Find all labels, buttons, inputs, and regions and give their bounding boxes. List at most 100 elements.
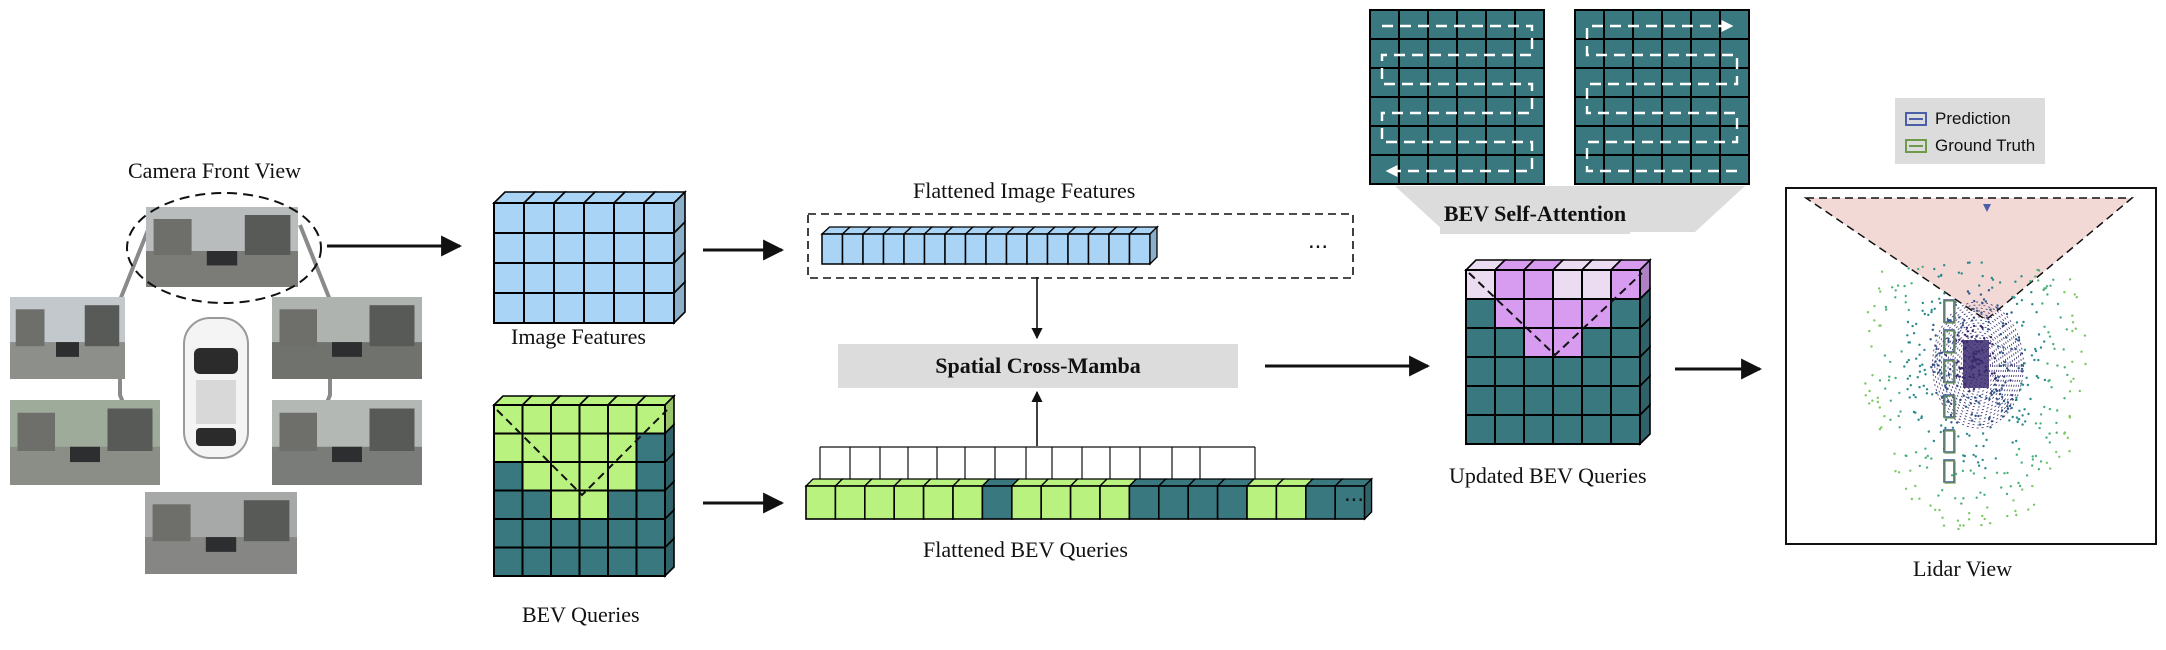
grid-cell bbox=[1581, 327, 1612, 358]
scan-cell bbox=[1485, 9, 1516, 40]
scan-cell bbox=[1574, 96, 1605, 127]
grid-cell bbox=[1552, 269, 1583, 300]
front-left-camera-image bbox=[10, 297, 125, 379]
grid-cell bbox=[521, 432, 552, 463]
flattened-image-cell bbox=[1067, 233, 1090, 265]
grid-cell bbox=[613, 292, 645, 324]
grid-cell bbox=[607, 546, 638, 577]
grid-cell bbox=[1610, 327, 1641, 358]
lidar-fov bbox=[1803, 197, 2135, 321]
grid-cell bbox=[521, 489, 552, 520]
flattened-bev-cell bbox=[863, 485, 895, 520]
scan-cell bbox=[1514, 38, 1545, 69]
grid-cell bbox=[635, 489, 666, 520]
ego-vehicle-marker bbox=[1963, 340, 1989, 388]
flattened-bev-cell bbox=[1128, 485, 1160, 520]
grid-cell bbox=[1523, 356, 1554, 387]
grid-cell bbox=[553, 232, 585, 264]
scan-cell bbox=[1427, 154, 1458, 185]
scan-cell bbox=[1485, 154, 1516, 185]
grid-cell bbox=[523, 292, 555, 324]
scan-cell bbox=[1690, 38, 1721, 69]
grid-cell bbox=[1581, 356, 1612, 387]
grid-cell bbox=[1581, 414, 1612, 445]
grid-cell bbox=[607, 404, 638, 435]
scan-cell bbox=[1456, 38, 1487, 69]
flattened-bev-cell bbox=[922, 485, 954, 520]
flattened-bev-queries-label: Flattened BEV Queries bbox=[923, 537, 1128, 562]
grid-cell bbox=[493, 404, 524, 435]
scan-cell bbox=[1603, 67, 1634, 98]
image-features-ellipsis: ... bbox=[1308, 227, 1329, 254]
scan-cell bbox=[1514, 9, 1545, 40]
grid-cell bbox=[1523, 298, 1554, 329]
grid-cell bbox=[1581, 269, 1612, 300]
grid-cell bbox=[1465, 414, 1496, 445]
camera-rig bbox=[10, 192, 422, 574]
grid-cell bbox=[1610, 298, 1641, 329]
grid-cell bbox=[1610, 414, 1641, 445]
spatial-cross-mamba-block: Spatial Cross-Mamba bbox=[838, 344, 1238, 388]
flattened-bev-cell bbox=[1187, 485, 1219, 520]
scan-cell bbox=[1719, 154, 1750, 185]
scan-cell bbox=[1661, 38, 1692, 69]
ground-truth-box bbox=[1944, 330, 1956, 354]
flattened-image-features-label: Flattened Image Features bbox=[913, 178, 1136, 203]
scan-cell bbox=[1603, 96, 1634, 127]
legend-prediction-text: Prediction bbox=[1935, 109, 2011, 128]
flattened-image-cell bbox=[841, 233, 864, 265]
flattened-image-cell bbox=[821, 233, 844, 265]
flattened-image-strip bbox=[820, 225, 1160, 266]
scan-cell bbox=[1369, 67, 1400, 98]
bev-queries-cube bbox=[492, 394, 676, 578]
grid-cell bbox=[1523, 269, 1554, 300]
scan-cell bbox=[1427, 125, 1458, 156]
scan-cell bbox=[1485, 96, 1516, 127]
scan-path bbox=[1585, 20, 1739, 173]
flattened-bev-cell bbox=[952, 485, 984, 520]
scan-cell bbox=[1574, 38, 1605, 69]
ground-truth-swatch-icon bbox=[1905, 139, 1927, 153]
grid-cell bbox=[493, 489, 524, 520]
grid-cell bbox=[493, 546, 524, 577]
legend-item-ground-truth: Ground Truth bbox=[1905, 135, 2035, 157]
scan-cell bbox=[1690, 9, 1721, 40]
scan-cell bbox=[1369, 154, 1400, 185]
scan-cell bbox=[1661, 9, 1692, 40]
scan-cell bbox=[1661, 125, 1692, 156]
scan-cell bbox=[1398, 9, 1429, 40]
scan-cell bbox=[1719, 125, 1750, 156]
updated-bev-fov-lines bbox=[1468, 272, 1643, 357]
grid-cell bbox=[613, 232, 645, 264]
grid-cell bbox=[578, 489, 609, 520]
grid-cell bbox=[523, 262, 555, 294]
legend-item-prediction: Prediction bbox=[1905, 108, 2011, 130]
flattened-bev-strip bbox=[804, 446, 1374, 521]
legend: Prediction Ground Truth bbox=[1895, 98, 2045, 164]
grid-cell bbox=[583, 232, 615, 264]
scan-cell bbox=[1398, 38, 1429, 69]
grid-cell bbox=[1552, 356, 1583, 387]
grid-cell bbox=[1494, 385, 1525, 416]
grid-cell bbox=[607, 461, 638, 492]
prediction-box bbox=[1943, 329, 1955, 353]
grid-cell bbox=[550, 461, 581, 492]
prediction-box bbox=[1943, 459, 1955, 483]
grid-cell bbox=[493, 432, 524, 463]
grid-cell bbox=[523, 232, 555, 264]
camera-front-view-label: Camera Front View bbox=[128, 158, 302, 183]
scan-cell bbox=[1574, 154, 1605, 185]
scan-cell bbox=[1690, 125, 1721, 156]
updated-bev-queries-cube bbox=[1464, 258, 1652, 446]
grid-cell bbox=[1610, 385, 1641, 416]
scan-cell bbox=[1632, 96, 1663, 127]
grid-cell bbox=[1610, 356, 1641, 387]
scan-pattern-left bbox=[1369, 9, 1545, 185]
flattened-bev-cell bbox=[1099, 485, 1131, 520]
scan-cell bbox=[1719, 67, 1750, 98]
grid-cell bbox=[607, 432, 638, 463]
grid-cell bbox=[553, 292, 585, 324]
grid-cell bbox=[1494, 414, 1525, 445]
flattened-image-cell bbox=[1005, 233, 1028, 265]
ground-truth-box bbox=[1944, 395, 1956, 419]
